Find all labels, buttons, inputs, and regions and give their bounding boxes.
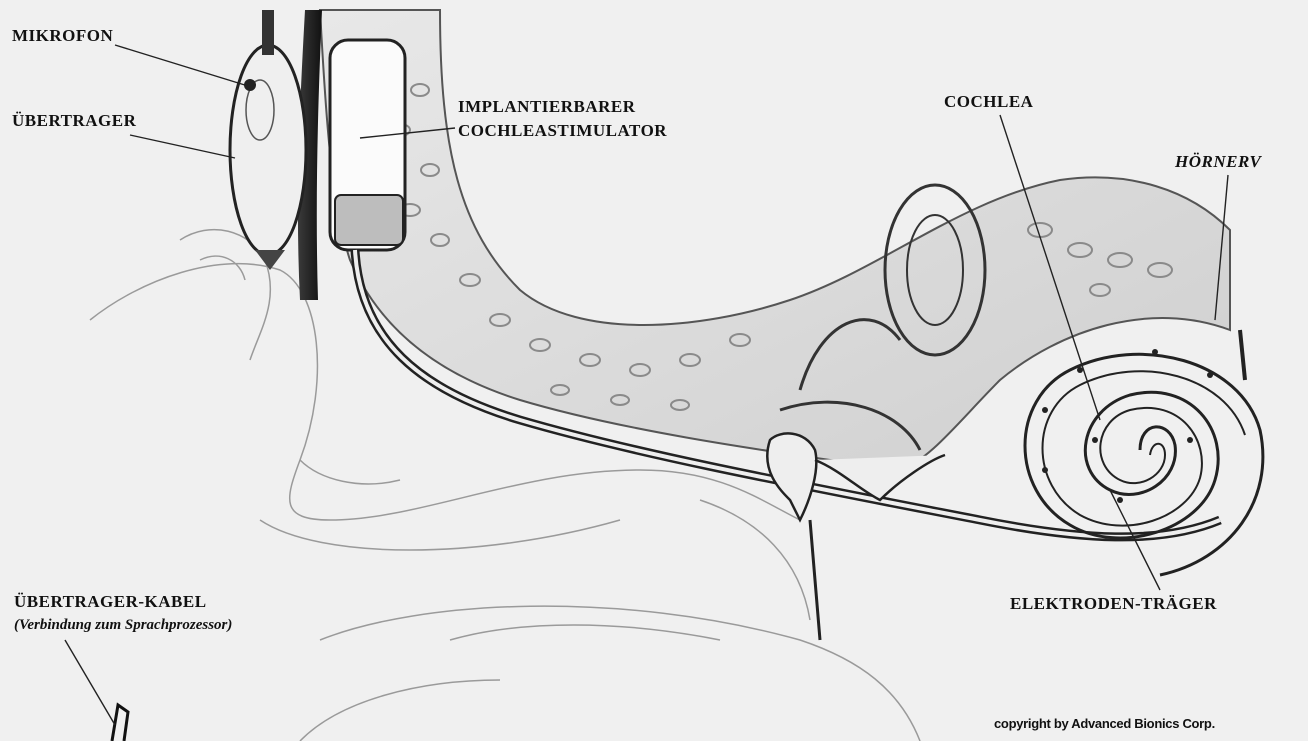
label-mikrofon: MIKROFON bbox=[12, 26, 113, 46]
label-hoernerv: HÖRNERV bbox=[1175, 152, 1261, 172]
label-elektroden: ELEKTRODEN-TRÄGER bbox=[1010, 594, 1217, 614]
ossicles bbox=[767, 433, 945, 640]
cochlea-spiral bbox=[1025, 349, 1263, 575]
label-implant-line2: COCHLEASTIMULATOR bbox=[458, 121, 667, 141]
copyright-credit: copyright by Advanced Bionics Corp. bbox=[994, 716, 1215, 731]
label-cochlea: COCHLEA bbox=[944, 92, 1033, 112]
implanted-stimulator bbox=[330, 40, 405, 250]
label-kabel-line1: ÜBERTRAGER-KABEL bbox=[14, 592, 207, 612]
label-kabel-line2: (Verbindung zum Sprachprozessor) bbox=[14, 617, 232, 634]
external-transmitter bbox=[230, 10, 306, 270]
auditory-nerve bbox=[1240, 330, 1245, 380]
label-implant-line1: IMPLANTIERBARER bbox=[458, 97, 636, 117]
label-uebertrager: ÜBERTRAGER bbox=[12, 111, 136, 131]
